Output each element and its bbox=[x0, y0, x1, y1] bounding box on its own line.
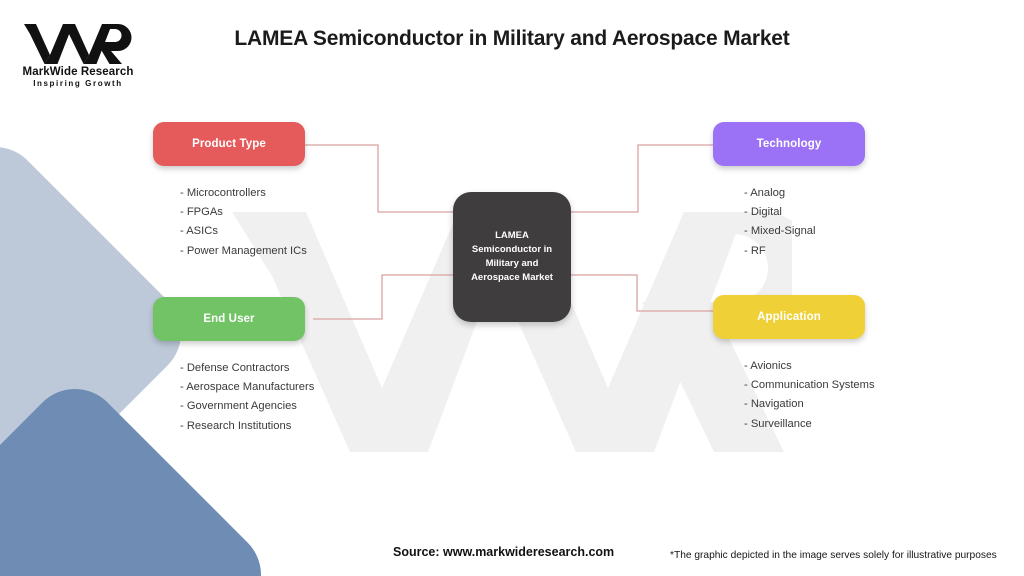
node-product-type: Product Type - Microcontrollers - FPGAs … bbox=[153, 122, 307, 261]
node-technology-items: - Analog - Digital - Mixed-Signal - RF bbox=[713, 184, 865, 261]
list-item: - Navigation bbox=[744, 398, 804, 411]
list-item: - Defense Contractors bbox=[180, 362, 290, 374]
central-hub-node: LAMEA Semiconductor in Military and Aero… bbox=[453, 192, 571, 322]
connector-technology bbox=[571, 144, 713, 213]
mwr-monogram-icon bbox=[24, 24, 132, 64]
list-item: - Mixed-Signal bbox=[744, 225, 816, 238]
node-product-type-pill[interactable]: Product Type bbox=[153, 122, 305, 166]
list-item: - FPGAs bbox=[180, 206, 223, 219]
node-application-items: - Avionics - Communication Systems - Nav… bbox=[713, 357, 875, 434]
connector-product-type bbox=[305, 144, 453, 213]
connector-end-user bbox=[313, 274, 453, 320]
node-product-type-items: - Microcontrollers - FPGAs - ASICs - Pow… bbox=[153, 184, 307, 261]
list-item: - Analog bbox=[744, 187, 786, 199]
list-item: - Research Institutions bbox=[180, 419, 292, 432]
list-item: - RF bbox=[744, 244, 766, 257]
list-item: - ASICs bbox=[180, 225, 218, 238]
page-title: LAMEA Semiconductor in Military and Aero… bbox=[234, 27, 790, 50]
node-end-user-label: End User bbox=[203, 313, 255, 325]
node-technology-label: Technology bbox=[756, 138, 822, 150]
list-item: - Avionics bbox=[744, 360, 792, 372]
node-end-user: End User - Defense Contractors - Aerospa… bbox=[153, 297, 314, 436]
connector-application bbox=[571, 274, 713, 312]
list-item: - Government Agencies bbox=[180, 400, 297, 413]
node-end-user-pill[interactable]: End User bbox=[153, 297, 305, 341]
brand-logo: MarkWide Research Inspiring Growth bbox=[16, 24, 140, 90]
node-product-type-label: Product Type bbox=[192, 138, 266, 150]
list-item: - Power Management ICs bbox=[180, 244, 307, 257]
brand-name: MarkWide Research bbox=[22, 66, 134, 78]
list-item: - Communication Systems bbox=[744, 379, 875, 392]
central-hub-label: LAMEA Semiconductor in Military and Aero… bbox=[471, 230, 553, 283]
disclaimer-text: *The graphic depicted in the image serve… bbox=[670, 550, 997, 561]
source-text: Source: www.markwideresearch.com bbox=[393, 545, 615, 559]
node-technology-pill[interactable]: Technology bbox=[713, 122, 865, 166]
node-end-user-items: - Defense Contractors - Aerospace Manufa… bbox=[153, 359, 314, 436]
list-item: - Aerospace Manufacturers bbox=[180, 381, 315, 394]
node-application-label: Application bbox=[757, 311, 821, 323]
node-application: Application - Avionics - Communication S… bbox=[713, 295, 875, 434]
node-technology: Technology - Analog - Digital - Mixed-Si… bbox=[713, 122, 865, 261]
list-item: - Digital bbox=[744, 206, 782, 219]
list-item: - Microcontrollers bbox=[180, 187, 266, 199]
list-item: - Surveillance bbox=[744, 417, 812, 430]
node-application-pill[interactable]: Application bbox=[713, 295, 865, 339]
brand-tagline: Inspiring Growth bbox=[33, 79, 123, 88]
